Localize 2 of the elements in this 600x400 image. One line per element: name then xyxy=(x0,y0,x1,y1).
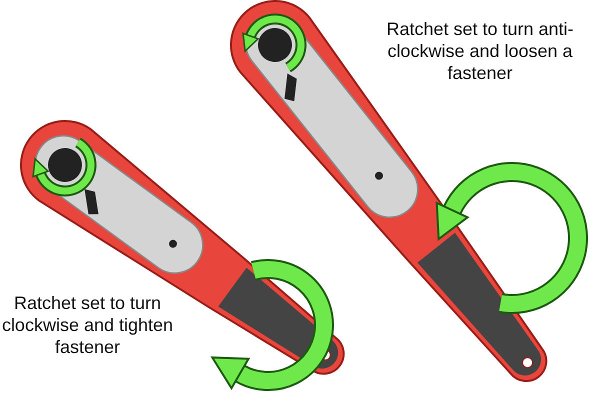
caption-text: Ratchet set to turn anti-clockwise and loosen a fastener xyxy=(385,18,575,84)
caption-text: Ratchet set to turn clockwise and tighten fastener xyxy=(0,292,174,358)
